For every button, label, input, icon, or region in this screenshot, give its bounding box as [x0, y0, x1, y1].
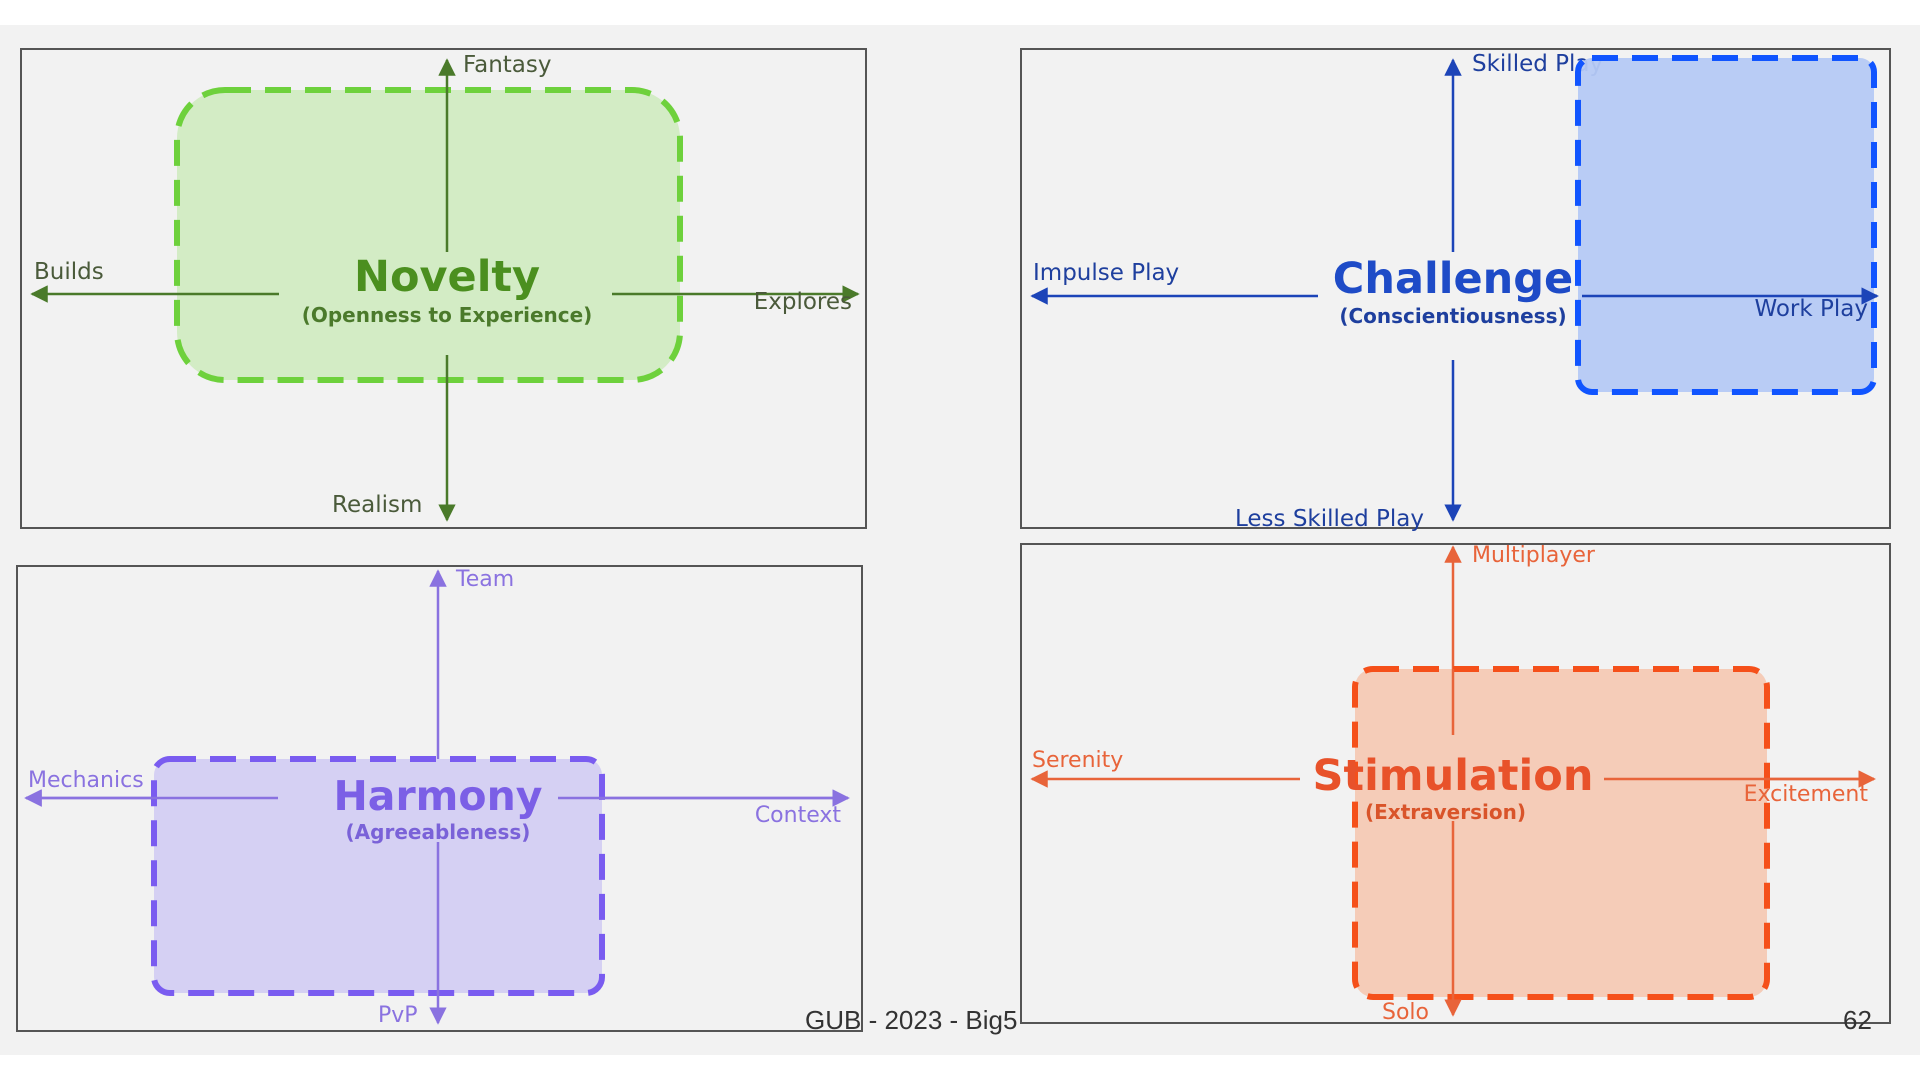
challenge-label-bottom: Less Skilled Play	[1235, 506, 1424, 532]
footer-text: GUB - 2023 - Big5	[805, 1005, 1018, 1035]
harmony-label-top: Team	[455, 567, 514, 592]
stimulation-title: Stimulation	[1313, 751, 1594, 801]
stimulation-label-bottom: Solo	[1382, 1000, 1429, 1025]
harmony-diagram: Harmony (Agreeableness) Team PvP Mechani…	[24, 567, 850, 1028]
challenge-diagram: Challenge (Conscientiousness) Skilled Pl…	[1030, 51, 1879, 532]
challenge-title: Challenge	[1333, 254, 1573, 304]
stimulation-label-right: Excitement	[1744, 782, 1869, 807]
novelty-highlight-box	[174, 87, 683, 383]
challenge-label-right: Work Play	[1754, 296, 1868, 322]
novelty-title: Novelty	[354, 252, 540, 302]
harmony-label-left: Mechanics	[28, 768, 144, 793]
novelty-panel: Novelty (Openness to Experience) Fantasy…	[20, 48, 867, 529]
challenge-label-left: Impulse Play	[1033, 260, 1179, 286]
harmony-highlight-box	[151, 756, 605, 996]
challenge-panel: Challenge (Conscientiousness) Skilled Pl…	[1020, 48, 1891, 532]
stimulation-label-left: Serenity	[1032, 748, 1123, 773]
harmony-label-right: Context	[755, 803, 842, 828]
harmony-panel: Harmony (Agreeableness) Team PvP Mechani…	[16, 565, 863, 1032]
novelty-label-top: Fantasy	[463, 52, 552, 78]
stimulation-diagram: Stimulation (Extraversion) Multiplayer S…	[1030, 543, 1876, 1025]
challenge-highlight-box	[1575, 55, 1877, 395]
novelty-label-bottom: Realism	[332, 492, 422, 518]
page-number: 62	[1843, 1005, 1872, 1035]
novelty-label-left: Builds	[34, 259, 104, 285]
stimulation-subtitle: (Extraversion)	[1365, 800, 1526, 824]
harmony-subtitle: (Agreeableness)	[346, 820, 531, 844]
novelty-diagram: Novelty (Openness to Experience) Fantasy…	[30, 52, 860, 522]
stimulation-label-top: Multiplayer	[1472, 543, 1596, 568]
novelty-label-right: Explores	[754, 289, 852, 315]
challenge-subtitle: (Conscientiousness)	[1339, 304, 1566, 328]
harmony-title: Harmony	[333, 772, 542, 820]
slide: Novelty (Openness to Experience) Fantasy…	[0, 25, 1920, 1055]
novelty-subtitle: (Openness to Experience)	[302, 303, 593, 327]
stimulation-panel: Stimulation (Extraversion) Multiplayer S…	[1020, 543, 1891, 1025]
harmony-label-bottom: PvP	[378, 1003, 418, 1028]
stimulation-highlight-box	[1352, 666, 1770, 1000]
